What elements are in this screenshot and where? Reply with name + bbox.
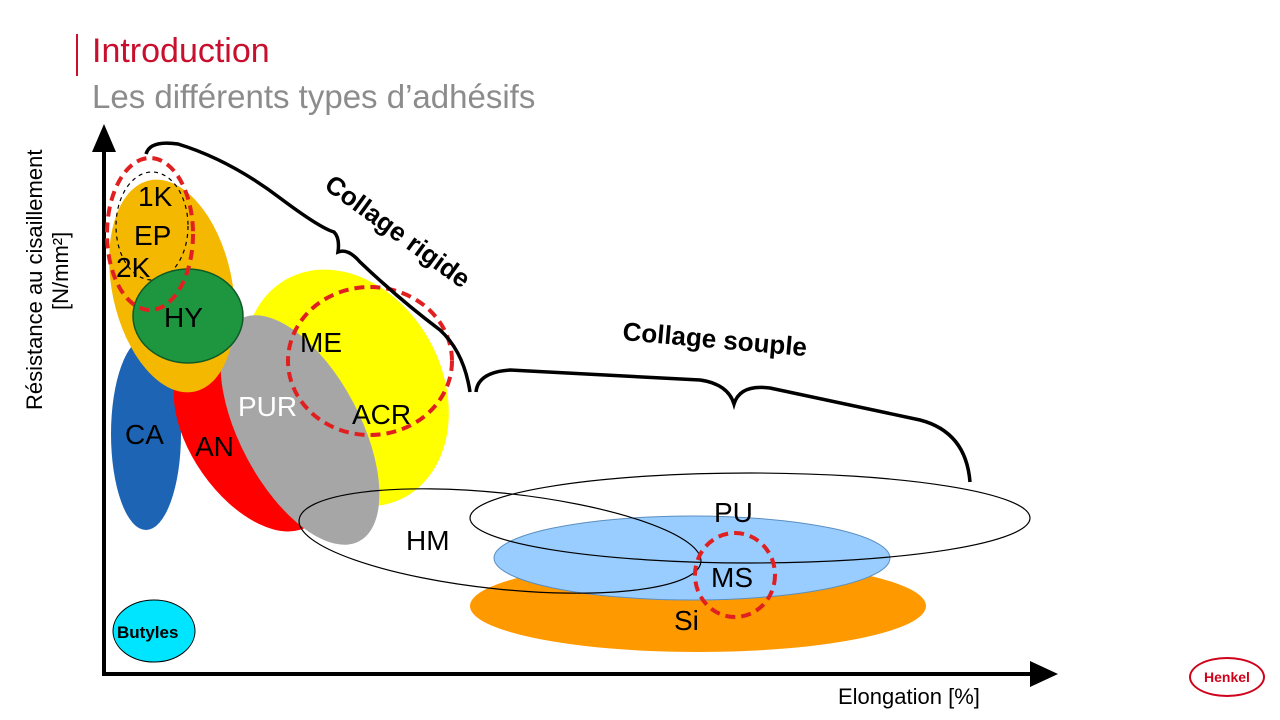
title-accent-bar bbox=[76, 34, 78, 76]
label-pur: PUR bbox=[238, 391, 297, 422]
ellipse-butyles bbox=[112, 599, 196, 663]
ellipse-ca bbox=[111, 338, 181, 530]
y-axis-label-line2: [N/mm²] bbox=[48, 232, 73, 310]
label-ep: EP bbox=[134, 220, 171, 251]
highlight-circle-me-acr bbox=[286, 285, 454, 437]
label-pu: PU bbox=[714, 497, 753, 528]
ellipse-ms bbox=[493, 515, 891, 601]
x-axis-arrow bbox=[1030, 661, 1058, 687]
label-collage-souple: Collage souple bbox=[621, 316, 808, 362]
label-hy: HY bbox=[164, 302, 203, 333]
ellipse-ep-1k bbox=[115, 171, 189, 281]
label-acr: ACR bbox=[352, 399, 411, 430]
x-axis-label: Elongation [%] bbox=[838, 684, 980, 709]
brace-collage-souple bbox=[474, 368, 972, 483]
ellipse-hm bbox=[298, 488, 702, 594]
label-1k: 1K bbox=[138, 181, 173, 212]
label-hm: HM bbox=[406, 525, 450, 556]
y-axis-label-line1: Résistance au cisaillement bbox=[22, 150, 47, 410]
page-subtitle: Les différents types d’adhésifs bbox=[92, 78, 536, 115]
brace-collage-rigide bbox=[144, 141, 472, 393]
highlight-circle-ms bbox=[693, 531, 777, 619]
label-an: AN bbox=[195, 431, 234, 462]
label-ms: MS bbox=[711, 562, 753, 593]
label-si: Si bbox=[674, 605, 699, 636]
label-2k: 2K bbox=[116, 252, 151, 283]
page-title: Introduction bbox=[92, 32, 270, 70]
ellipse-pu bbox=[469, 472, 1031, 564]
label-butyles: Butyles bbox=[117, 623, 178, 642]
highlight-circle-ep bbox=[105, 156, 195, 312]
henkel-logo: Henkel bbox=[1189, 657, 1265, 697]
label-ca: CA bbox=[125, 419, 164, 450]
label-me: ME bbox=[300, 327, 342, 358]
ellipse-pur bbox=[220, 315, 380, 545]
y-axis-arrow bbox=[92, 124, 116, 152]
